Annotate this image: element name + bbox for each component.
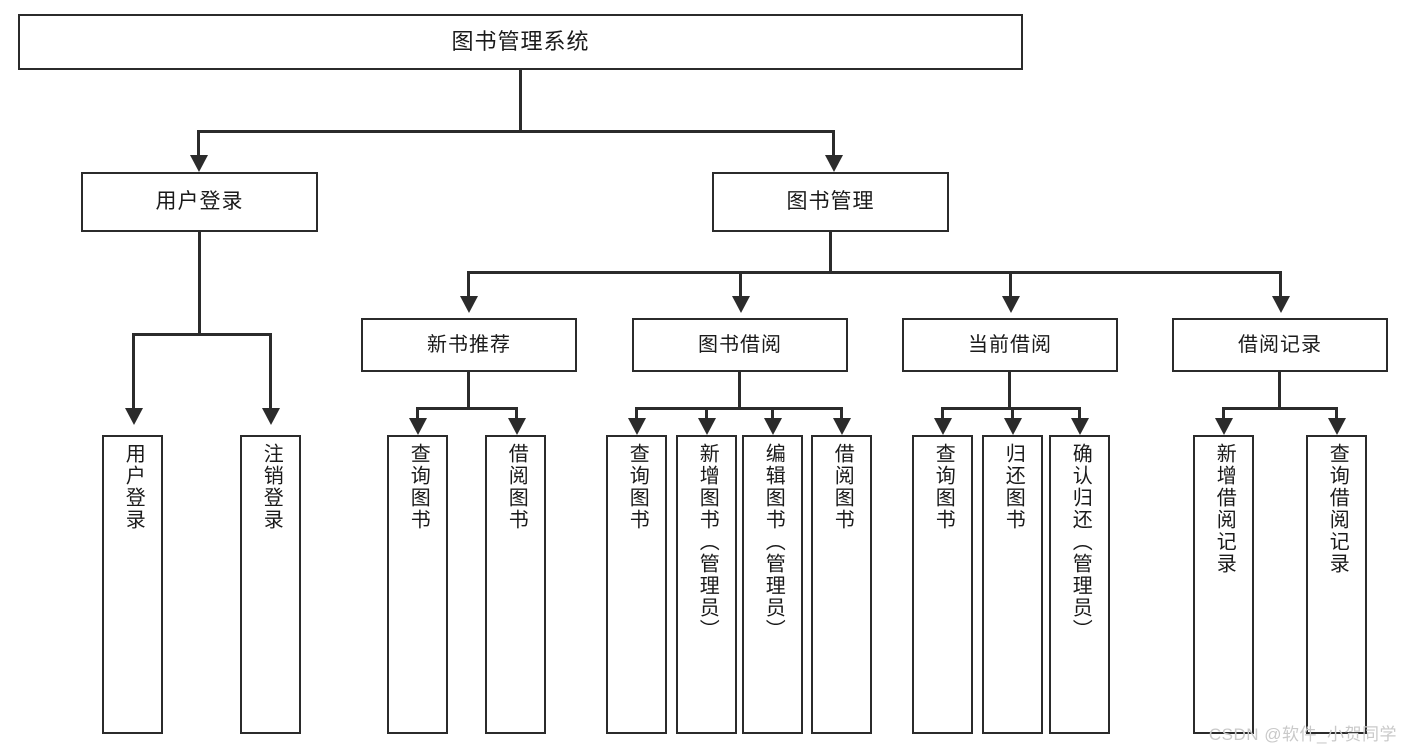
connector-bm-to-new-book (467, 271, 470, 299)
node-book-management[interactable]: 图书管理 (712, 172, 949, 232)
arrowhead-user-login-leaf-1 (125, 408, 143, 425)
arrowhead-root-to-book-management (825, 155, 843, 172)
leaf-current-borrow-query-book[interactable]: 查询图书 (912, 435, 973, 734)
arrowhead-current-borrow-leaf-3 (1071, 418, 1089, 435)
node-label: 新增借阅记录 (1213, 443, 1236, 575)
leaf-new-book-query-book[interactable]: 查询图书 (387, 435, 448, 734)
arrowhead-bm-to-current-borrow (1002, 296, 1020, 313)
node-label: 图书管理系统 (451, 29, 590, 55)
connector-current-borrow-split-bar (941, 407, 1079, 410)
connector-user-login-to-leaf-2 (269, 333, 272, 411)
connector-current-borrow-stem (1008, 372, 1011, 410)
connector-current-borrow-to-leaf-1 (941, 407, 944, 421)
arrowhead-book-borrow-leaf-1 (628, 418, 646, 435)
node-label: 新增图书（管理员） (696, 443, 719, 641)
node-label: 注销登录 (260, 443, 283, 531)
node-label: 用户登录 (155, 189, 244, 213)
connector-book-borrow-to-leaf-3 (771, 407, 774, 421)
connector-root-stem (519, 70, 522, 132)
leaf-current-borrow-confirm-return-admin[interactable]: 确认归还（管理员） (1049, 435, 1110, 734)
node-book-borrow[interactable]: 图书借阅 (632, 318, 848, 372)
connector-book-borrow-to-leaf-1 (635, 407, 638, 421)
connector-current-borrow-to-leaf-3 (1078, 407, 1081, 421)
arrowhead-bm-to-book-borrow (732, 296, 750, 313)
arrowhead-book-borrow-leaf-2 (698, 418, 716, 435)
node-label: 查询图书 (626, 443, 649, 531)
leaf-user-login-logout[interactable]: 注销登录 (240, 435, 301, 734)
connector-book-borrow-stem (738, 372, 741, 410)
arrowhead-bm-to-borrow-record (1272, 296, 1290, 313)
arrowhead-borrow-record-leaf-1 (1215, 418, 1233, 435)
leaf-book-borrow-query-book[interactable]: 查询图书 (606, 435, 667, 734)
connector-root-split-bar (197, 130, 834, 133)
connector-bm-to-book-borrow (739, 271, 742, 299)
node-label: 借阅记录 (1238, 333, 1322, 356)
connector-book-management-stem (829, 232, 832, 274)
connector-borrow-record-stem (1278, 372, 1281, 410)
node-label: 图书借阅 (698, 333, 782, 356)
leaf-user-login-login[interactable]: 用户登录 (102, 435, 163, 734)
csdn-watermark: CSDN @软件_小贺同学 (1208, 725, 1397, 744)
leaf-book-borrow-borrow-book[interactable]: 借阅图书 (811, 435, 872, 734)
connector-book-borrow-to-leaf-2 (705, 407, 708, 421)
node-label: 查询图书 (407, 443, 430, 531)
connector-borrow-record-split-bar (1222, 407, 1338, 410)
arrowhead-new-book-leaf-2 (508, 418, 526, 435)
arrowhead-borrow-record-leaf-2 (1328, 418, 1346, 435)
node-label: 借阅图书 (831, 443, 854, 531)
arrowhead-current-borrow-leaf-1 (934, 418, 952, 435)
node-current-borrow[interactable]: 当前借阅 (902, 318, 1118, 372)
connector-bm-to-borrow-record (1279, 271, 1282, 299)
arrowhead-user-login-leaf-2 (262, 408, 280, 425)
node-label: 查询借阅记录 (1326, 443, 1349, 575)
connector-root-to-user-login (197, 130, 200, 158)
connector-book-management-split-bar (467, 271, 1282, 274)
connector-new-book-to-leaf-2 (515, 407, 518, 421)
node-label: 归还图书 (1002, 443, 1025, 531)
connector-bm-to-current-borrow (1009, 271, 1012, 299)
node-label: 图书管理 (786, 189, 875, 213)
arrowhead-new-book-leaf-1 (409, 418, 427, 435)
connector-borrow-record-to-leaf-2 (1335, 407, 1338, 421)
connector-user-login-to-leaf-1 (132, 333, 135, 411)
node-label: 当前借阅 (968, 333, 1052, 356)
node-borrow-record[interactable]: 借阅记录 (1172, 318, 1388, 372)
connector-user-login-stem (198, 232, 201, 336)
leaf-current-borrow-return-book[interactable]: 归还图书 (982, 435, 1043, 734)
node-label: 查询图书 (932, 443, 955, 531)
connector-user-login-split-bar (132, 333, 272, 336)
leaf-borrow-record-add-record[interactable]: 新增借阅记录 (1193, 435, 1254, 734)
leaf-borrow-record-query-record[interactable]: 查询借阅记录 (1306, 435, 1367, 734)
node-label: 确认归还（管理员） (1069, 443, 1092, 641)
connector-book-borrow-to-leaf-4 (840, 407, 843, 421)
leaf-book-borrow-add-book-admin[interactable]: 新增图书（管理员） (676, 435, 737, 734)
arrowhead-book-borrow-leaf-4 (833, 418, 851, 435)
arrowhead-root-to-user-login (190, 155, 208, 172)
leaf-book-borrow-edit-book-admin[interactable]: 编辑图书（管理员） (742, 435, 803, 734)
arrowhead-current-borrow-leaf-2 (1004, 418, 1022, 435)
connector-borrow-record-to-leaf-1 (1222, 407, 1225, 421)
node-new-book-recommend[interactable]: 新书推荐 (361, 318, 577, 372)
node-label: 用户登录 (122, 443, 145, 531)
connector-current-borrow-to-leaf-2 (1011, 407, 1014, 421)
connector-new-book-split-bar (416, 407, 518, 410)
node-user-login[interactable]: 用户登录 (81, 172, 318, 232)
node-label: 新书推荐 (427, 333, 511, 356)
connector-new-book-stem (467, 372, 470, 410)
connector-root-to-book-management (832, 130, 835, 158)
arrowhead-book-borrow-leaf-3 (764, 418, 782, 435)
connector-new-book-to-leaf-1 (416, 407, 419, 421)
arrowhead-bm-to-new-book (460, 296, 478, 313)
connector-book-borrow-split-bar (635, 407, 842, 410)
node-label: 编辑图书（管理员） (762, 443, 785, 641)
node-label: 借阅图书 (505, 443, 528, 531)
leaf-new-book-borrow-book[interactable]: 借阅图书 (485, 435, 546, 734)
node-root-book-management-system[interactable]: 图书管理系统 (18, 14, 1023, 70)
